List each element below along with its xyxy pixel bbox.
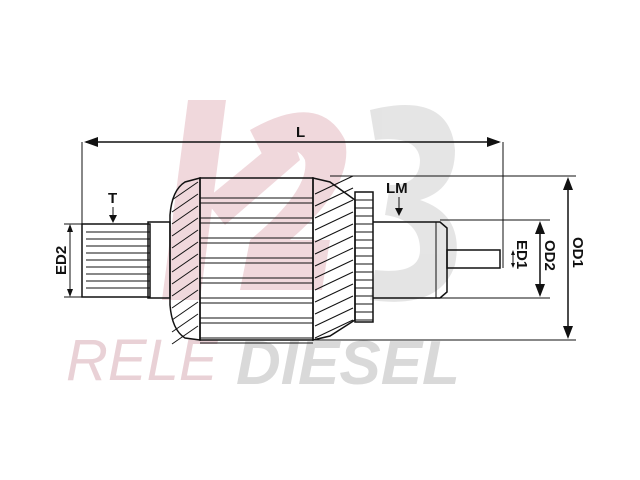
dim-L-label: L: [296, 124, 305, 141]
watermark: RELE DIESEL: [66, 100, 460, 398]
dim-ED1-label: ED1: [513, 240, 530, 269]
dim-ED2-label: ED2: [53, 246, 70, 275]
dim-T-label: T: [108, 190, 117, 207]
shaft-tip: [446, 249, 501, 269]
dim-OD2-label: OD2: [541, 240, 558, 271]
left-end-winding: [169, 177, 201, 341]
dim-OD1-label: OD1: [569, 237, 586, 268]
watermark-rele: RELE: [66, 328, 219, 393]
dim-LM-label: LM: [386, 180, 408, 197]
commutator: [354, 191, 374, 323]
left-spline-shaft: [81, 223, 151, 298]
dimension-lines: L ED2 T LM OD1 OD2 ED1: [53, 124, 586, 341]
watermark-logo: [162, 100, 457, 302]
